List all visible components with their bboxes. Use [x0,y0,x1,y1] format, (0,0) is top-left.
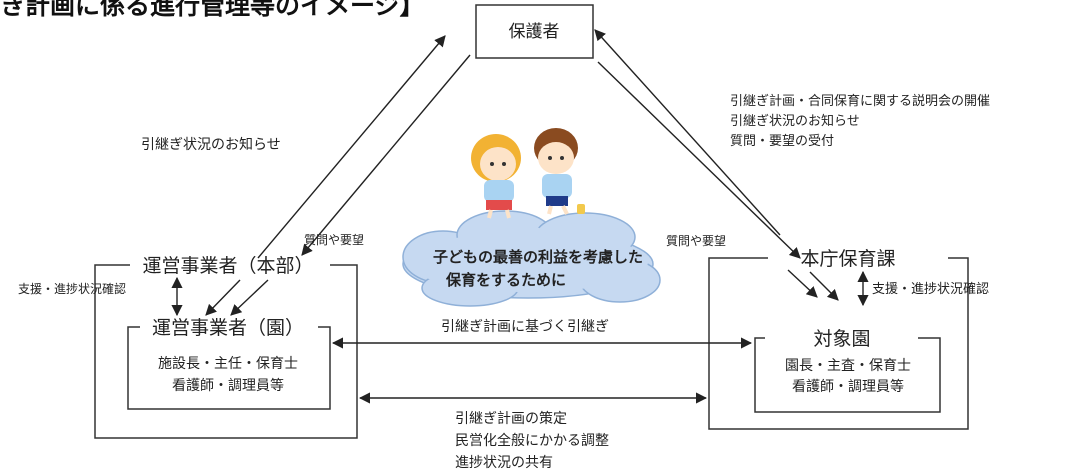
operator-en-staff-2: 看護師・調理員等 [172,377,284,394]
support-left-label: 支援・進捗状況確認 [18,281,126,296]
operator-hq-frame [94,264,358,439]
support-right-label: 支援・進捗状況確認 [872,281,989,297]
target-en-staff-1: 園長・主査・保育士 [785,358,911,374]
notice-left-label: 引継ぎ状況のお知らせ [141,136,281,153]
handover-label: 引継ぎ計画に基づく引継ぎ [441,318,609,335]
arrow-hq-en-1 [205,279,241,316]
bottom-label-3: 進捗状況の共有 [455,455,553,471]
arrow-guardian-to-city [597,61,801,259]
city-office-frame [708,257,969,430]
children-illustration [471,128,585,219]
arrow-guardian-to-operator [301,54,471,256]
arrow-questions-to-en [230,279,269,316]
arrow-city-to-guardian [594,29,781,236]
guardian-right-label-2: 引継ぎ状況のお知らせ [730,113,860,129]
target-en-label: 対象園 [813,328,870,350]
questions-right-label: 質問や要望 [666,233,726,248]
target-en-staff-2: 看護師・調理員等 [792,378,904,395]
target-en-frame [754,337,941,413]
bottom-label-2: 民営化全般にかかる調整 [455,432,609,449]
questions-left-label: 質問や要望 [304,232,364,247]
guardian-right-label-1: 引継ぎ計画・合同保育に関する説明会の開催 [730,93,990,109]
guardian-right-label-3: 質問・要望の受付 [730,133,834,149]
bottom-label-1: 引継ぎ計画の策定 [455,410,567,427]
operator-hq-label: 運営事業者（本部） [142,255,313,277]
arrow-operator-to-guardian [257,35,446,259]
guardian-label: 保護者 [509,22,560,42]
arrow-city-to-target [809,271,839,301]
guardian-box [475,4,594,59]
arrow-questions-to-target [787,269,818,298]
operator-en-label: 運営事業者（園） [152,317,304,339]
cloud-shape [402,210,661,307]
operator-en-staff-1: 施設長・主任・保育士 [158,356,298,372]
cloud-text-1: 子どもの最善の利益を考慮した [433,248,643,266]
city-office-label: 本庁保育課 [800,248,895,270]
diagram-title-fragment: き計画に係る進行管理等のイメージ】 [0,0,425,20]
cloud-text-2: 保育をするために [445,271,566,289]
operator-en-frame [127,326,331,410]
